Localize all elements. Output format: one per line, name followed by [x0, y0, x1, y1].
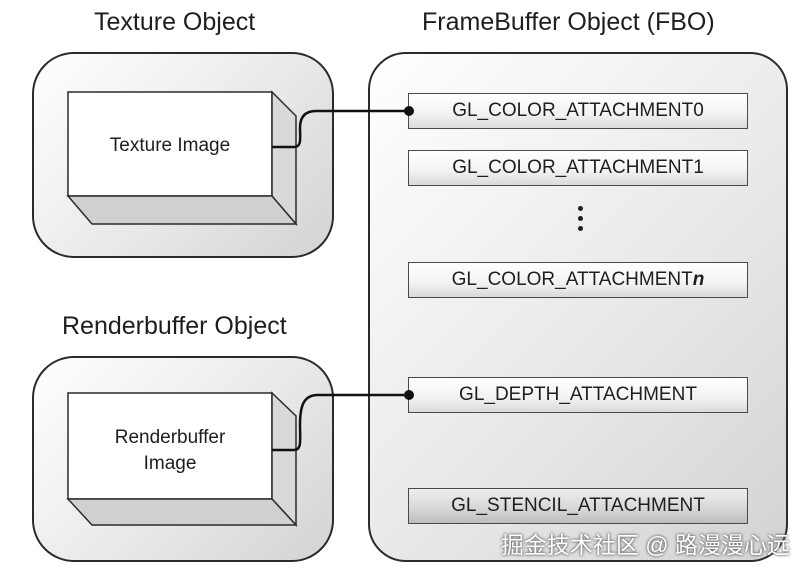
color-attachment-n: GL_COLOR_ATTACHMENTn [408, 262, 748, 298]
color-attachment-0: GL_COLOR_ATTACHMENT0 [408, 93, 748, 129]
texture-object-title: Texture Object [94, 8, 256, 36]
color-attachment-1: GL_COLOR_ATTACHMENT1 [408, 150, 748, 186]
depth-attachment: GL_DEPTH_ATTACHMENT [408, 377, 748, 413]
texture-image-bottom-face [66, 195, 298, 225]
renderbuffer-image-label: Renderbuffer Image [86, 425, 254, 477]
renderbuffer-object-title: Renderbuffer Object [62, 312, 287, 340]
renderbuffer-image-bottom-face [66, 498, 298, 526]
stencil-attachment: GL_STENCIL_ATTACHMENT [408, 488, 748, 524]
color-attachment-n-suffix: n [692, 269, 705, 290]
fbo-box [368, 52, 788, 562]
renderbuffer-image-label-line2: Image [143, 453, 197, 474]
watermark-text: 掘金技术社区 @ 路漫漫心远 [500, 532, 790, 558]
fbo-title: FrameBuffer Object (FBO) [422, 8, 715, 36]
renderbuffer-image-label-line1: Renderbuffer [114, 427, 226, 448]
color-attachment-n-prefix: GL_COLOR_ATTACHMENT [451, 269, 693, 290]
texture-image-label: Texture Image [109, 135, 231, 156]
ellipsis-dots [570, 206, 590, 236]
